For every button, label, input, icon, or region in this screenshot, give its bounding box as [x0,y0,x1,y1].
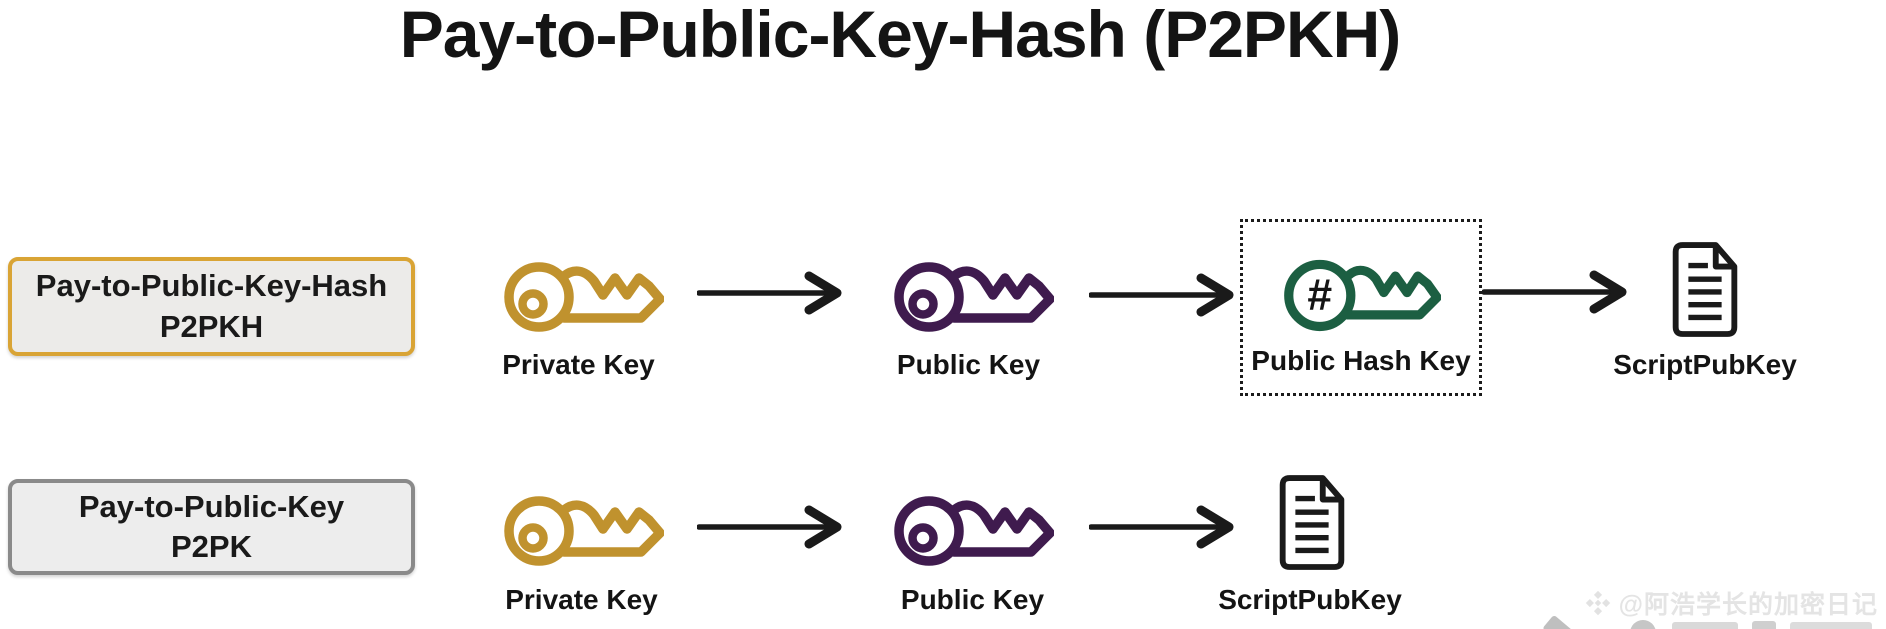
watermark-cutoff-shape [1790,622,1872,629]
public-hash-key-box: # Public Hash Key [1240,219,1482,396]
watermark-cutoff-shape [1630,620,1656,629]
row1-public-key-label: Public Key [896,349,1041,380]
row2-public-key-icon [894,481,1054,576]
watermark: @阿浩学长的加密日记 [1585,585,1878,621]
p2pkh-label-line2: P2PKH [159,308,264,344]
watermark-cutoff-shape [1672,622,1738,629]
row1-private-key-icon [504,247,664,342]
watermark-text: @阿浩学长的加密日记 [1618,591,1878,619]
row2-arrow-1-icon [697,505,843,549]
p2pk-label-box: Pay-to-Public-Key P2PK [8,479,415,575]
p2pk-label-line1: Pay-to-Public-Key [78,488,345,524]
watermark-cutoff-shape [1542,614,1574,629]
p2pkh-label-box: Pay-to-Public-Key-Hash P2PKH [8,257,415,356]
row2-public-key-label: Public Key [900,584,1045,615]
row1-public-key-icon [894,247,1054,342]
row1-scriptpubkey-label: ScriptPubKey [1613,349,1797,380]
row2-scriptpubkey-document-icon [1268,472,1356,574]
public-hash-key-icon: # [1284,259,1441,332]
watermark-cutoff-shape [1752,621,1776,629]
row1-scriptpubkey-document-icon [1661,239,1749,341]
p2pk-label-line2: P2PK [171,529,252,564]
row2-scriptpubkey-label: ScriptPubKey [1218,584,1402,615]
public-hash-key-label: Public Hash Key [1251,345,1471,376]
row2-arrow-2-icon [1089,505,1235,549]
row1-arrow-2-icon [1089,273,1235,317]
row1-arrow-3-icon [1482,270,1628,314]
row1-arrow-1-icon [697,271,843,315]
row2-private-key-icon [504,481,664,576]
row1-private-key-label: Private Key [502,349,655,380]
hash-symbol: # [1307,271,1332,320]
p2pkh-label-line1: Pay-to-Public-Key-Hash [35,268,388,304]
row2-private-key-label: Private Key [505,584,658,615]
page-title: Pay-to-Public-Key-Hash (P2PKH) [399,0,1402,71]
binance-diamond-icon [1585,590,1611,616]
